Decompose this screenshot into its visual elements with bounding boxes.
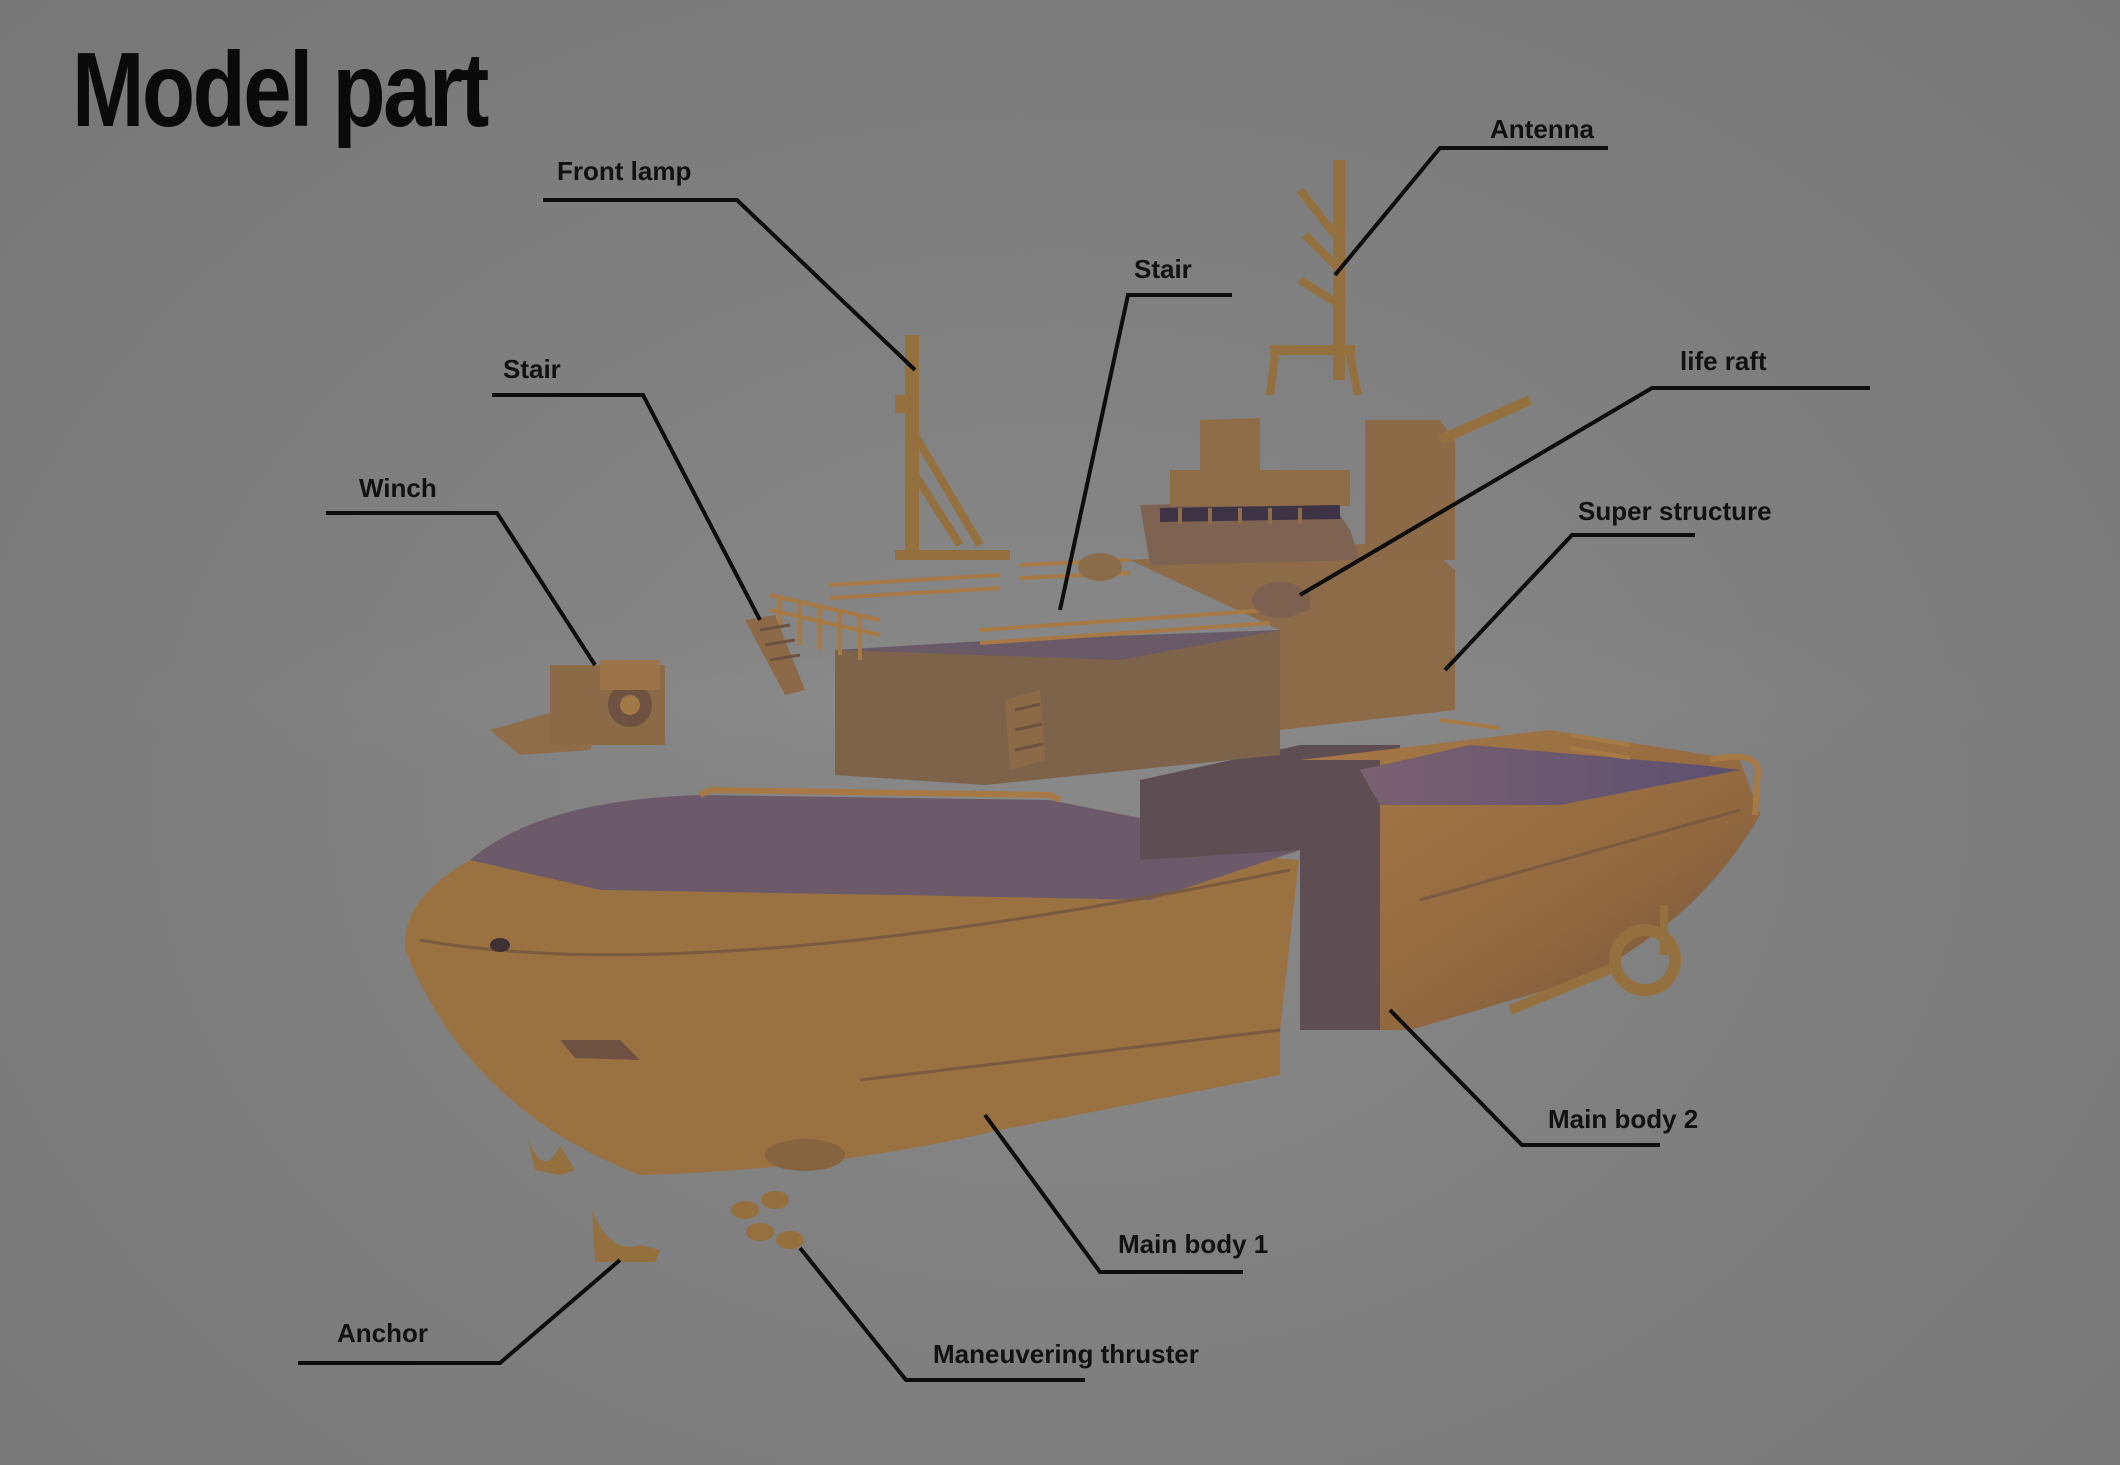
leader-lines bbox=[298, 146, 1870, 1382]
leader-anchor bbox=[298, 1258, 622, 1365]
page-title: Model part bbox=[72, 31, 489, 149]
deck-railings bbox=[769, 558, 1631, 760]
stair-left-part bbox=[745, 615, 805, 695]
leader-maneuvering-thruster bbox=[798, 1246, 1085, 1382]
leader-stair-left bbox=[492, 393, 762, 621]
leader-antenna bbox=[1333, 146, 1608, 277]
stair-upper-part bbox=[1005, 690, 1045, 770]
leader-main-body-1 bbox=[983, 1113, 1243, 1274]
label-winch: Winch bbox=[359, 473, 437, 503]
winch bbox=[490, 660, 665, 755]
life-raft bbox=[1078, 553, 1308, 618]
leader-life-raft bbox=[1298, 386, 1870, 597]
leader-front-lamp bbox=[543, 198, 917, 372]
label-front-lamp: Front lamp bbox=[557, 156, 691, 186]
label-anchor: Anchor bbox=[337, 1318, 428, 1348]
label-super-structure: Super structure bbox=[1578, 496, 1772, 526]
anchor-parts bbox=[528, 1140, 660, 1262]
label-maneuvering-thruster: Maneuvering thruster bbox=[933, 1339, 1199, 1369]
super-structure bbox=[835, 395, 1533, 785]
callout-labels: Front lamp Antenna Stair Stair life raft… bbox=[337, 114, 1772, 1369]
antenna bbox=[1266, 160, 1362, 396]
label-stair-left: Stair bbox=[503, 354, 561, 384]
maneuvering-thruster-parts bbox=[731, 1191, 804, 1249]
label-stair-upper: Stair bbox=[1134, 254, 1192, 284]
leader-winch bbox=[326, 511, 597, 667]
main-body-1 bbox=[404, 786, 1301, 1175]
leader-super-structure bbox=[1443, 533, 1695, 672]
leader-main-body-2 bbox=[1388, 1008, 1660, 1147]
label-life-raft: life raft bbox=[1680, 346, 1767, 376]
label-main-body-1: Main body 1 bbox=[1118, 1229, 1268, 1259]
label-main-body-2: Main body 2 bbox=[1548, 1104, 1698, 1134]
leader-stair-upper bbox=[1058, 293, 1232, 611]
main-body-2 bbox=[1140, 730, 1762, 1030]
label-antenna: Antenna bbox=[1490, 114, 1595, 144]
front-lamp bbox=[895, 335, 1010, 560]
